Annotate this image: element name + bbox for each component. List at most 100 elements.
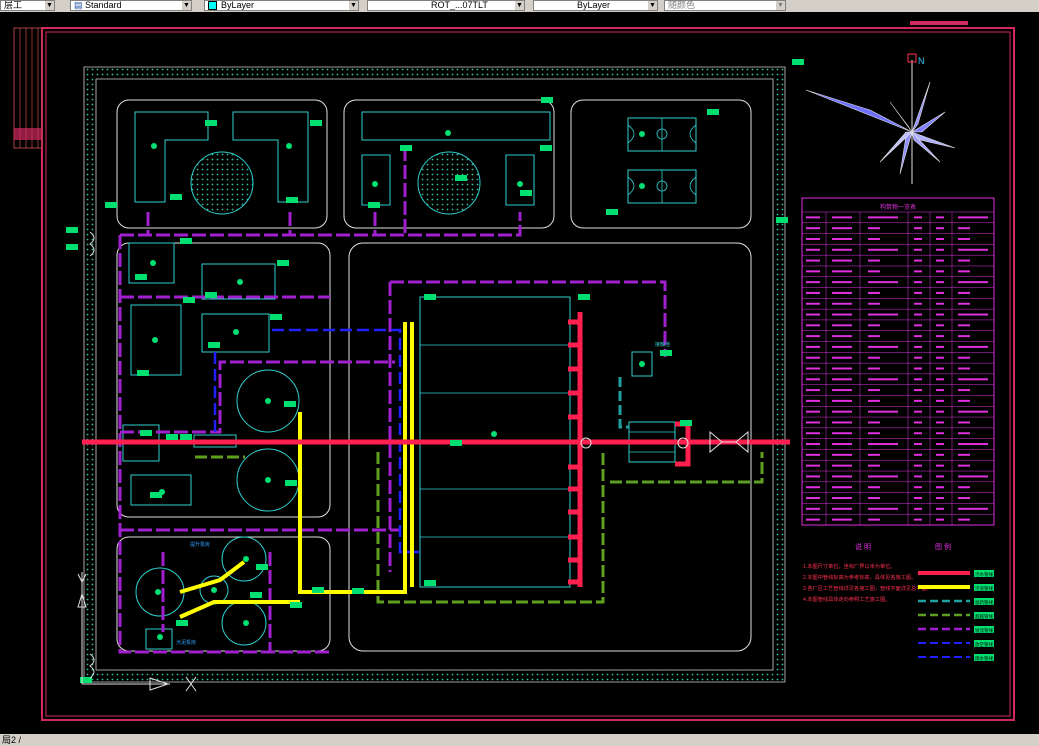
color-dropdown[interactable]: ByLayer▼ <box>204 0 359 11</box>
notes-header: 说 明 <box>855 542 871 551</box>
lineweight-dropdown[interactable]: ByLayer▼ <box>533 0 658 11</box>
table-cell-mark <box>806 227 820 230</box>
table-cell-mark <box>868 497 880 500</box>
drawing-canvas[interactable]: N 构筑物一览表 说 明 图 例 1.本图尺寸单位，坐标厂界以米为单位。 2.本… <box>0 12 1039 734</box>
table-cell-mark <box>832 356 852 359</box>
table-cell-mark <box>936 464 944 467</box>
style-icon: ▤ <box>74 0 86 10</box>
plotstyle-value: 随颜色 <box>668 0 696 10</box>
status-bar: 局2 / <box>0 734 1039 746</box>
table-cell-mark <box>868 507 898 510</box>
table-cell-mark <box>868 464 880 467</box>
legend-item-5: 溢流管线 <box>975 627 993 634</box>
table-cell-mark <box>958 378 988 381</box>
label-tags <box>66 59 804 683</box>
table-cell-mark <box>958 227 970 230</box>
table-cell-mark <box>958 281 988 284</box>
table-cell-mark <box>868 378 898 381</box>
table-cell-mark <box>958 237 970 240</box>
table-cell-mark <box>868 302 880 305</box>
teal-pipeline <box>618 377 629 429</box>
table-cell-mark <box>936 518 944 521</box>
coordinate-axes <box>77 572 197 692</box>
table-cell-mark <box>832 464 852 467</box>
legend-item-6: 放空管线 <box>975 641 993 648</box>
table-cell-mark <box>832 270 852 273</box>
text-style-dropdown[interactable]: ▤ Standard▼ <box>70 0 192 11</box>
table-cell-mark <box>832 486 852 489</box>
chevron-down-icon: ▼ <box>648 1 657 10</box>
table-cell-mark <box>914 291 922 294</box>
table-cell-mark <box>936 421 944 424</box>
table-cell-mark <box>868 237 880 240</box>
table-cell-mark <box>832 324 852 327</box>
table-cell-mark <box>958 443 988 446</box>
table-cell-mark <box>958 270 970 273</box>
table-cell-mark <box>806 507 820 510</box>
table-cell-mark <box>868 216 898 219</box>
table-cell-mark <box>914 345 922 348</box>
table-cell-mark <box>832 507 852 510</box>
table-cell-mark <box>806 356 820 359</box>
table-cell-mark <box>936 270 944 273</box>
pump-house-label: 提升泵房 <box>190 541 210 548</box>
table-cell-mark <box>958 421 970 424</box>
note-line-1: 1.本图尺寸单位，坐标厂界以米为单位。 <box>803 562 896 570</box>
table-cell-mark <box>868 227 880 230</box>
table-cell-mark <box>958 345 988 348</box>
binding-strip-mark <box>14 128 42 140</box>
table-cell-mark <box>958 367 970 370</box>
table-cell-mark <box>806 345 820 348</box>
table-cell-mark <box>868 475 898 478</box>
table-cell-mark <box>806 291 820 294</box>
table-cell-mark <box>832 335 852 338</box>
table-cell-mark <box>806 443 820 446</box>
linetype-dropdown[interactable]: ROT_...07TLT▼ <box>367 0 525 11</box>
site-entrance-symbols <box>89 231 749 679</box>
legend-item-4: 超越管线 <box>975 613 993 620</box>
layout-tab[interactable]: 局2 / <box>2 735 22 745</box>
table-cell-mark <box>868 335 880 338</box>
table-cell-mark <box>806 518 820 521</box>
color-swatch-icon <box>208 1 217 10</box>
round-tanks <box>135 151 481 646</box>
contact-pool-label: 接触池 <box>655 341 670 348</box>
title-bar-mark <box>910 21 968 25</box>
red-pipelines <box>82 312 790 587</box>
table-cell-mark <box>832 432 852 435</box>
table-cell-mark <box>936 313 944 316</box>
table-cell-mark <box>832 345 852 348</box>
table-cell-mark <box>936 291 944 294</box>
table-cell-mark <box>832 518 852 521</box>
table-cell-mark <box>914 302 922 305</box>
table-cell-mark <box>914 367 922 370</box>
table-cell-mark <box>832 281 852 284</box>
table-cell-mark <box>868 367 880 370</box>
green-pipelines <box>195 452 764 604</box>
table-cell-mark <box>958 486 970 489</box>
table-cell-mark <box>832 367 852 370</box>
table-cell-mark <box>806 335 820 338</box>
table-cell-mark <box>914 464 922 467</box>
table-cell-mark <box>936 453 944 456</box>
layer-dropdown[interactable]: 层工▼ <box>0 0 55 11</box>
table-cell-mark <box>914 421 922 424</box>
table-cell-mark <box>806 281 820 284</box>
table-cell-mark <box>936 486 944 489</box>
table-cell-mark <box>914 216 922 219</box>
table-cell-mark <box>914 399 922 402</box>
table-cell-mark <box>914 443 922 446</box>
table-cell-mark <box>914 324 922 327</box>
note-line-2: 2.本图中管线标高为参考标高，具体见各施工图。 <box>803 573 916 581</box>
table-cell-mark <box>914 281 922 284</box>
table-cell-mark <box>832 227 852 230</box>
legend-item-1: 污水管线 <box>975 571 993 578</box>
table-cell-mark <box>832 389 852 392</box>
plotstyle-dropdown[interactable]: 随颜色▼ <box>664 0 786 11</box>
table-cell-mark <box>914 410 922 413</box>
table-cell-mark <box>868 453 880 456</box>
table-cell-mark <box>936 248 944 251</box>
table-cell-mark <box>868 399 880 402</box>
table-cell-mark <box>806 432 820 435</box>
layer-dropdown-value: 层工 <box>4 0 23 10</box>
